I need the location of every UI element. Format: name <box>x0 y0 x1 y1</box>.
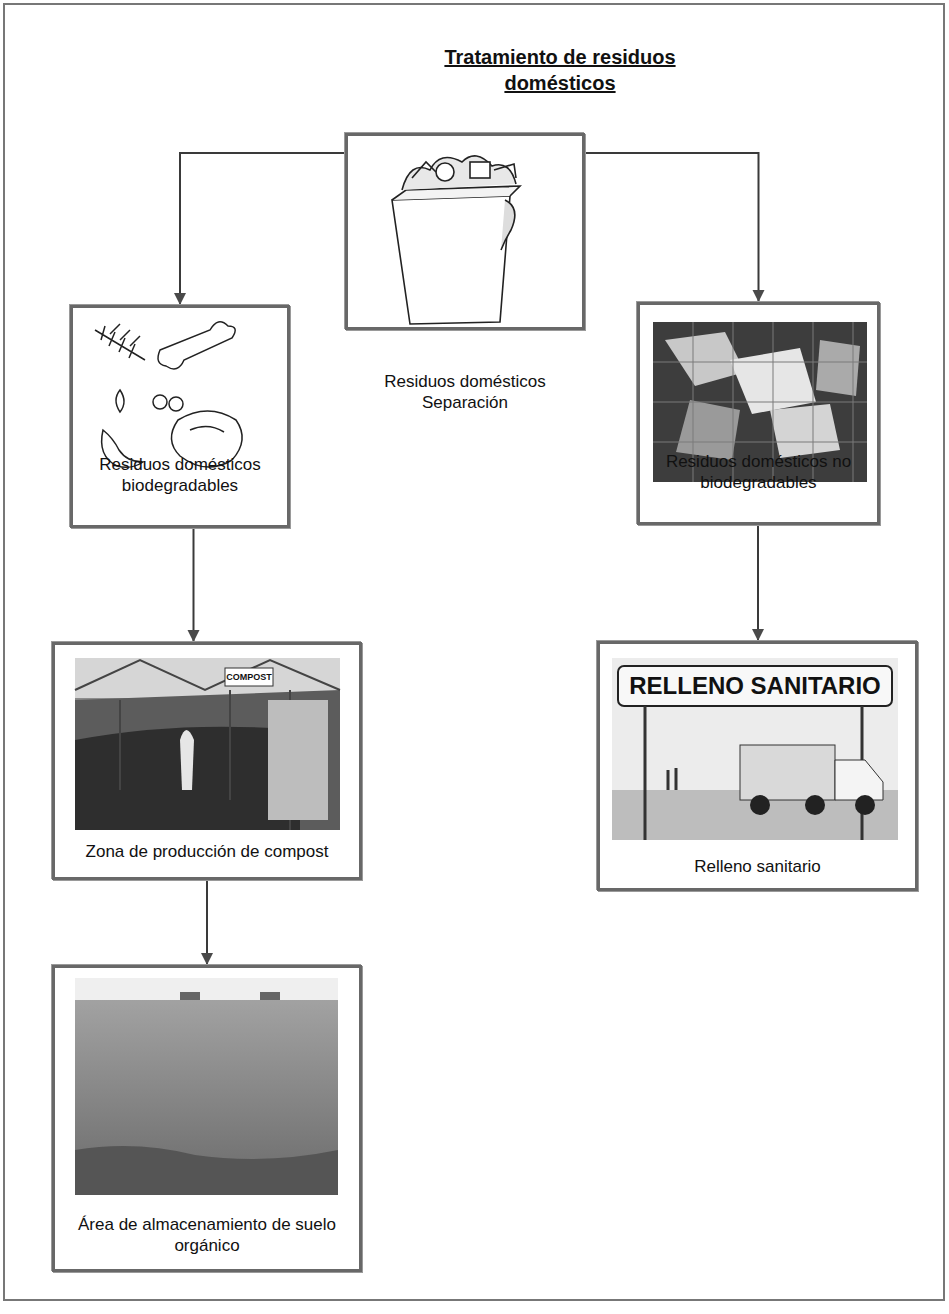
flow-arrow <box>752 525 764 641</box>
sign-text: RELLENO SANITARIO <box>618 666 892 706</box>
flow-arrow <box>188 528 200 642</box>
flow-arrow <box>201 880 213 965</box>
process-box: Residuos domésticos biodegradables <box>70 305 290 528</box>
field-photo <box>75 978 338 1195</box>
box-text: Residuos domésticos no biodegradables <box>646 451 871 494</box>
trash-bin <box>392 156 520 324</box>
diagram-title: Tratamiento de residuos domésticos <box>405 44 715 96</box>
process-box: Residuos domésticos Separación <box>345 133 585 330</box>
landfill-photo <box>612 658 898 840</box>
flow-arrow <box>174 153 345 305</box>
compost-photo <box>75 658 340 830</box>
process-box: Zona de producción de compost <box>52 642 362 880</box>
process-box: Área de almacenamiento de suelo orgánico <box>52 965 362 1272</box>
box-text: Relleno sanitario <box>694 856 821 877</box>
box-text: Residuos domésticos Separación <box>348 371 582 414</box>
box-text: Zona de producción de compost <box>86 841 329 862</box>
process-box: Residuos domésticos no biodegradables <box>637 302 880 525</box>
flow-arrow <box>585 153 765 302</box>
sign-text: COMPOST <box>225 668 273 686</box>
food-scraps <box>95 322 242 468</box>
box-text: Área de almacenamiento de suelo orgánico <box>61 1214 353 1257</box>
box-text: Residuos domésticos biodegradables <box>79 454 281 497</box>
